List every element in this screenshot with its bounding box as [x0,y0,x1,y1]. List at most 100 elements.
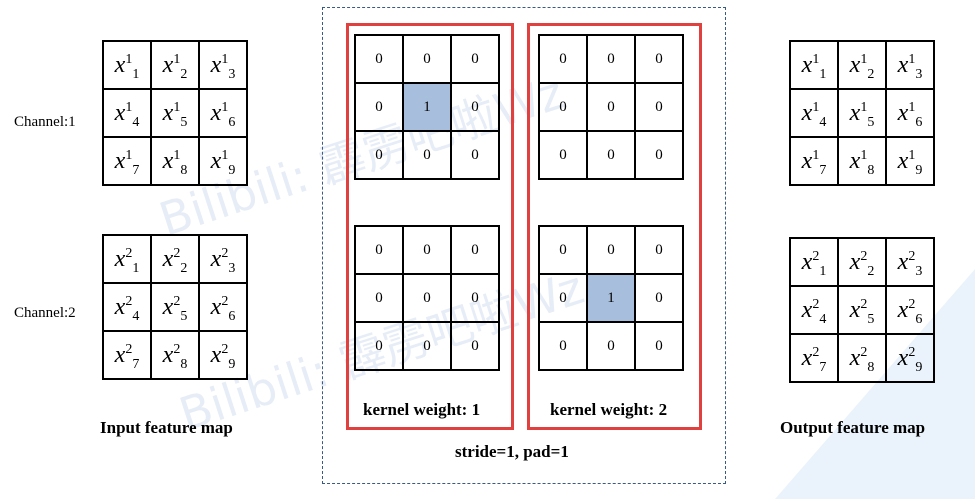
kernel-cell: 0 [586,82,636,132]
feature-cell: x23 [885,237,935,287]
kernel-cell: 0 [402,273,452,323]
kernel-cell: 0 [402,34,452,84]
stride-pad-caption: stride=1, pad=1 [455,442,569,461]
output-feature-map-caption: Output feature map [780,418,926,437]
feature-variable: x14 [801,99,827,130]
feature-variable: x15 [162,99,188,130]
grid-row: x24 x25 x26 [102,282,248,332]
feature-cell: x26 [198,282,248,332]
kernel-cell: 0 [354,82,404,132]
feature-variable: x25 [849,296,875,327]
feature-variable: x14 [114,99,140,130]
feature-variable: x18 [162,147,188,178]
grid-row: x27 x28 x29 [102,330,248,380]
feature-variable: x13 [210,51,236,82]
feature-variable: x19 [210,147,236,178]
kernel-cell: 0 [450,321,500,371]
feature-variable: x13 [897,51,923,82]
kernel-cell: 0 [634,34,684,84]
feature-cell: x25 [150,282,200,332]
feature-variable: x17 [114,147,140,178]
kernel-cell: 0 [450,273,500,323]
feature-variable: x16 [897,99,923,130]
feature-variable: x24 [114,293,140,324]
convolution-frame [322,7,726,484]
grid-row: x14 x15 x16 [789,88,935,138]
input-feature-map-caption: Input feature map [100,418,233,437]
feature-cell: x24 [789,285,839,335]
feature-cell: x15 [837,88,887,138]
feature-variable: x21 [801,248,827,279]
feature-cell: x17 [789,136,839,186]
kernel-cell: 0 [634,130,684,180]
feature-variable: x12 [162,51,188,82]
feature-cell: x27 [102,330,152,380]
kernel-cell: 0 [450,225,500,275]
kernel-cell: 0 [402,225,452,275]
kernel-cell: 0 [402,130,452,180]
feature-cell: x24 [102,282,152,332]
kernel-cell: 1 [402,82,452,132]
feature-cell: x13 [885,40,935,90]
feature-variable: x25 [162,293,188,324]
kernel-cell: 1 [586,273,636,323]
kernel-cell: 0 [634,225,684,275]
channel-2-label: Channel:2 [14,305,76,321]
kernel-cell: 0 [402,321,452,371]
kernel-2-frame [527,23,702,430]
kernel-cell: 0 [538,82,588,132]
feature-cell: x23 [198,234,248,284]
grid-row: x11 x12 x13 [102,40,248,90]
kernel-cell: 0 [586,225,636,275]
kernel-cell: 0 [634,321,684,371]
feature-cell: x14 [789,88,839,138]
grid-row: x17 x18 x19 [102,136,248,186]
kernel-cell: 0 [450,34,500,84]
feature-cell: x12 [150,40,200,90]
feature-cell: x18 [150,136,200,186]
feature-cell: x12 [837,40,887,90]
feature-cell: x26 [885,285,935,335]
feature-variable: x11 [801,51,827,82]
grid-row: x24 x25 x26 [789,285,935,335]
kernel-cell: 0 [354,130,404,180]
feature-cell: x18 [837,136,887,186]
feature-variable: x29 [897,344,923,375]
feature-variable: x28 [162,341,188,372]
feature-cell: x11 [102,40,152,90]
feature-variable: x28 [849,344,875,375]
kernel-cell: 0 [450,130,500,180]
feature-variable: x29 [210,341,236,372]
kernel-cell: 0 [586,34,636,84]
feature-variable: x23 [210,245,236,276]
feature-cell: x22 [837,237,887,287]
feature-cell: x15 [150,88,200,138]
kernel-cell: 0 [538,321,588,371]
kernel-cell: 0 [354,321,404,371]
feature-cell: x21 [789,237,839,287]
feature-cell: x28 [837,333,887,383]
kernel-cell: 0 [586,321,636,371]
kernel-cell: 0 [450,82,500,132]
feature-variable: x17 [801,147,827,178]
feature-cell: x13 [198,40,248,90]
feature-cell: x28 [150,330,200,380]
feature-cell: x29 [198,330,248,380]
feature-cell: x16 [885,88,935,138]
